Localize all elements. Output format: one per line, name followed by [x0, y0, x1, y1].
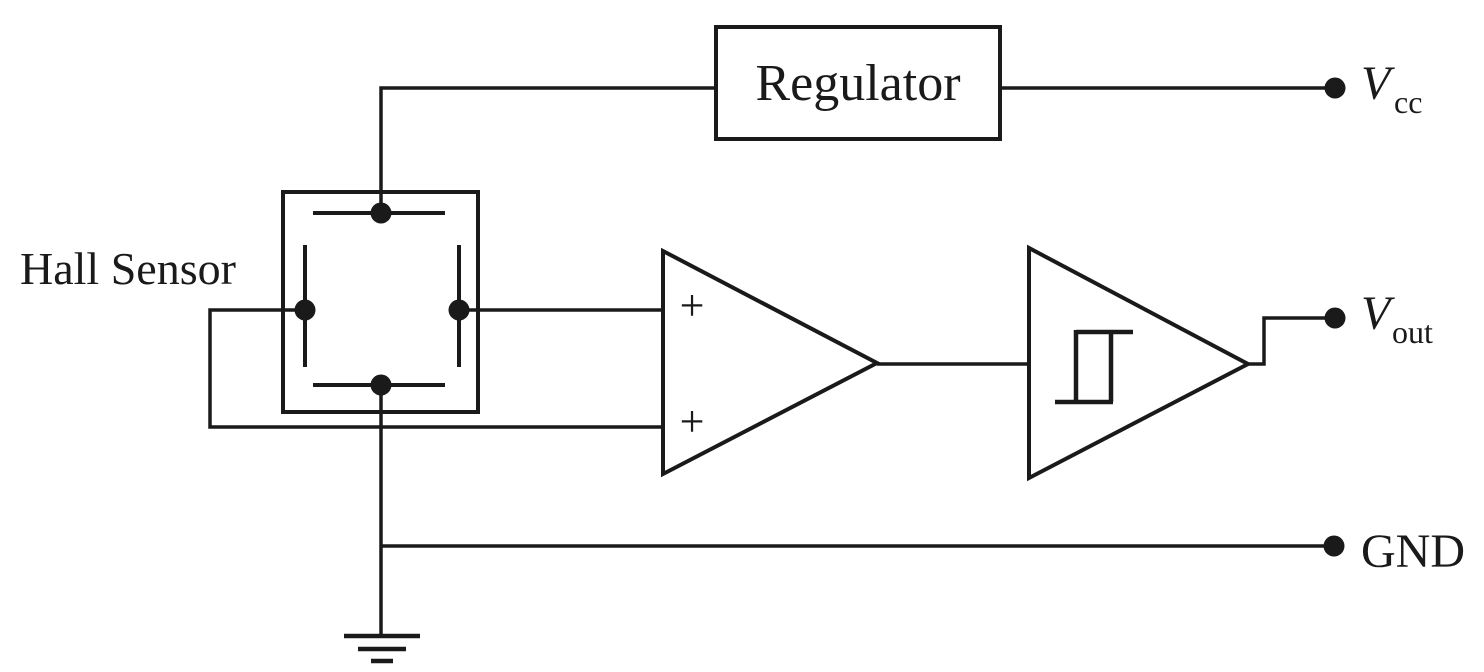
amplifier-block: + + — [661, 247, 882, 478]
hall-contact-dot-bottom — [370, 374, 392, 396]
hall-contact-dot-top — [370, 202, 392, 224]
schmitt-to-vout-wire — [1248, 316, 1335, 366]
vcc-label-subscript: cc — [1394, 84, 1422, 120]
gnd-label: GND — [1361, 525, 1465, 578]
amplifier-plus-bottom: + — [680, 397, 705, 446]
regulator-label: Regulator — [755, 55, 960, 112]
vout-label-subscript: out — [1392, 314, 1433, 350]
hall-contact-dot-right — [448, 299, 470, 321]
regulator-box — [714, 25, 1002, 141]
hall-contact-dot-left — [294, 299, 316, 321]
schmitt-trigger-triangle — [1027, 244, 1253, 482]
vout-label: V — [1361, 287, 1395, 340]
vcc-label: V — [1361, 57, 1395, 110]
vcc-terminal-dot — [1324, 77, 1346, 99]
regulator-block: Regulator — [714, 25, 1002, 141]
vout-terminal-dot — [1324, 307, 1346, 329]
hall-sensor-label: Hall Sensor — [20, 243, 236, 294]
hall-sensor-block: Hall Sensor — [20, 190, 480, 414]
amplifier-plus-top: + — [680, 281, 705, 330]
gnd-terminal: GND — [1323, 525, 1465, 578]
hysteresis-icon — [1055, 329, 1133, 405]
schmitt-trigger-block — [1027, 244, 1253, 482]
hall-left-to-amp-wire — [208, 308, 663, 429]
gnd-terminal-dot — [1323, 535, 1345, 557]
regulator-to-hall-wire — [379, 86, 716, 214]
earth-ground-icon — [344, 633, 420, 664]
vout-terminal: V out — [1324, 287, 1433, 350]
wires — [208, 86, 1335, 637]
vcc-terminal: V cc — [1324, 57, 1422, 120]
hall-sensor-box — [281, 190, 480, 414]
amplifier-triangle — [661, 247, 882, 478]
